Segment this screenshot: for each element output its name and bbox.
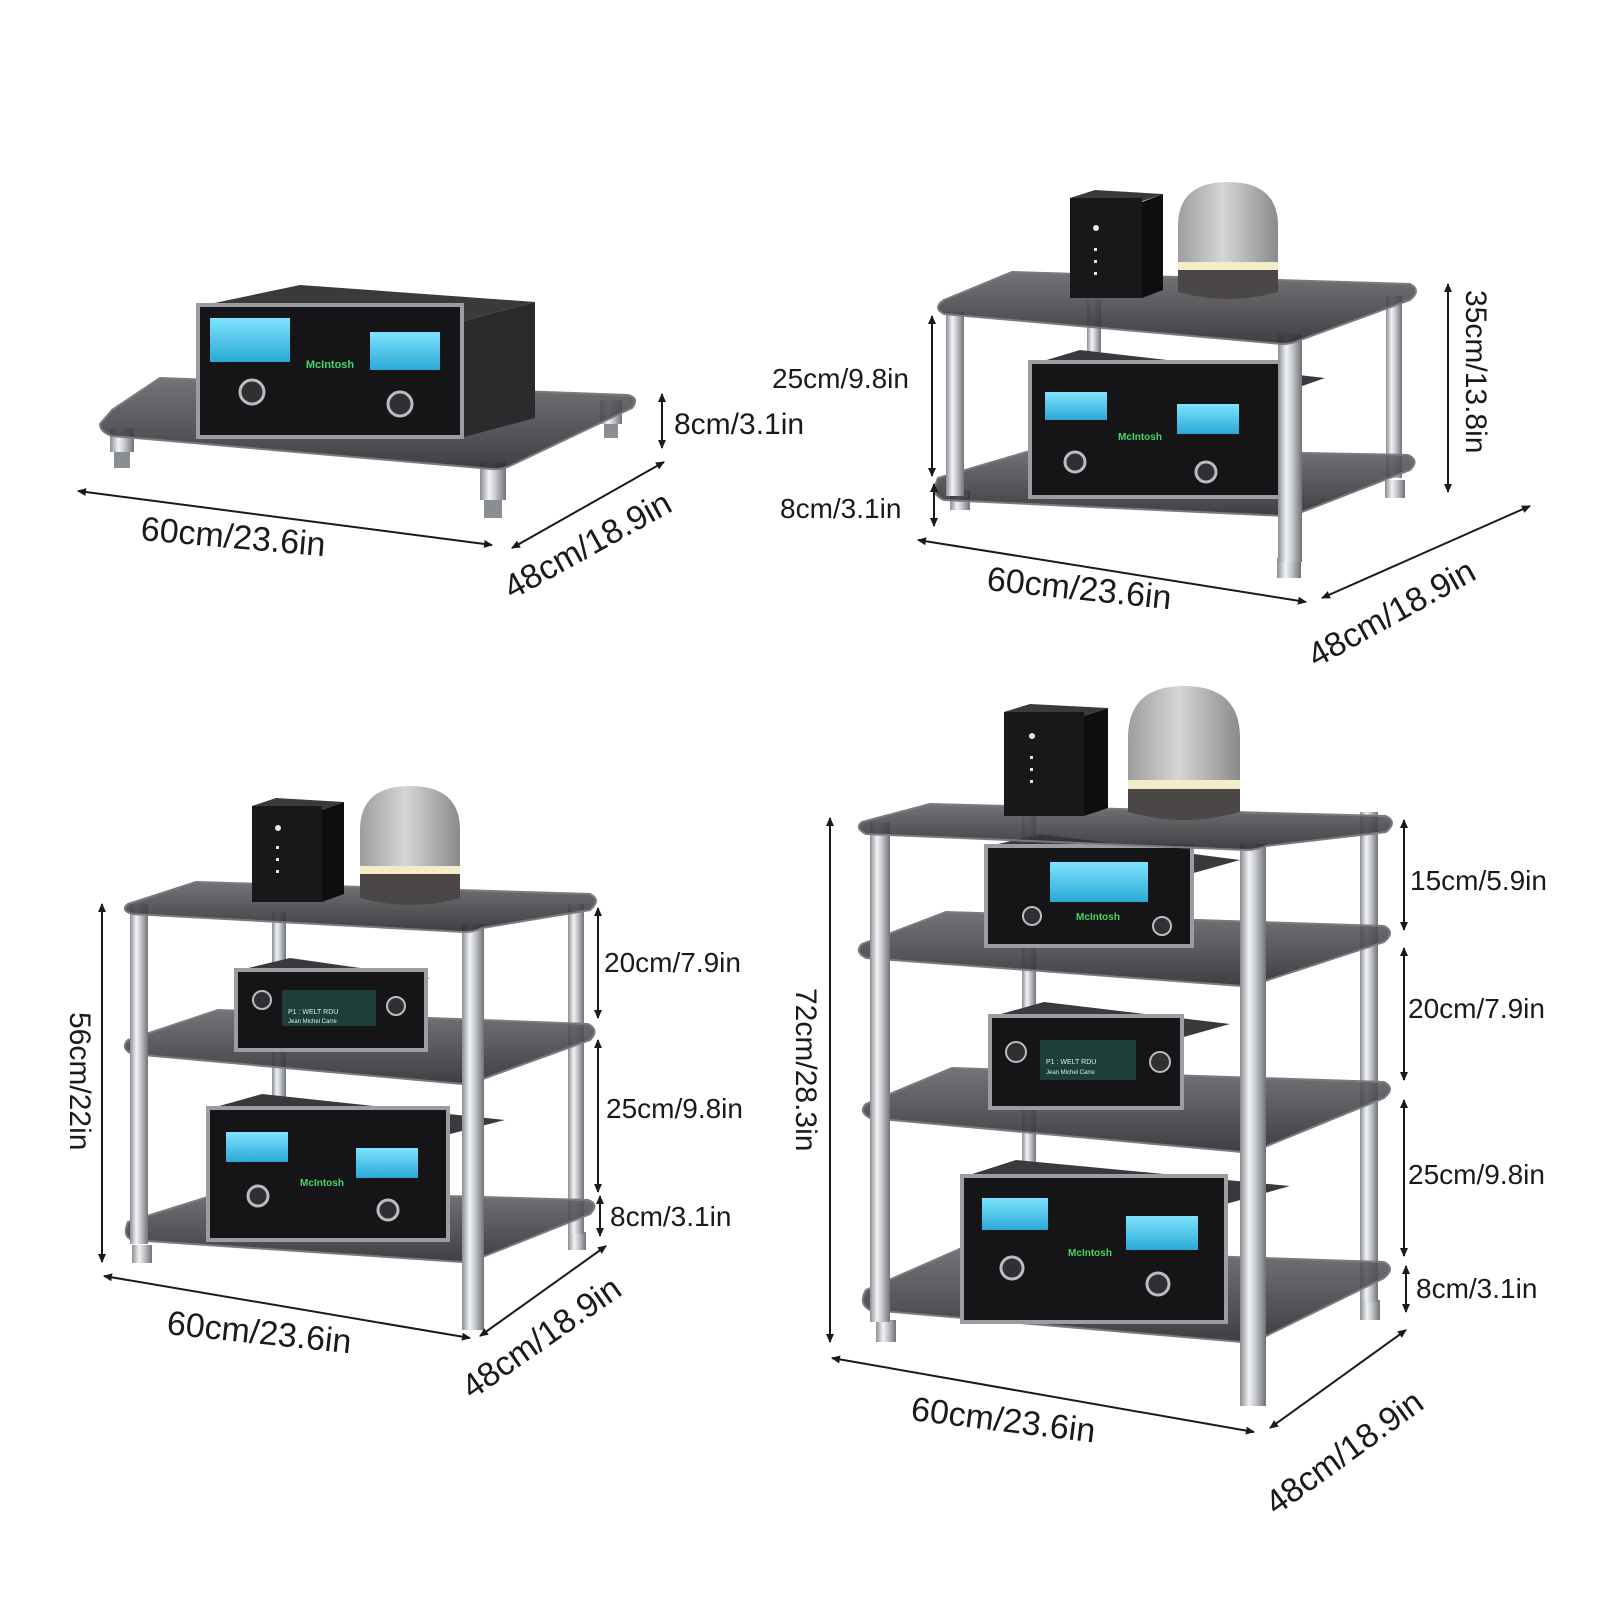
amplifier: McIntosh	[1028, 350, 1325, 499]
foot-height-label: 8cm/3.1in	[674, 408, 804, 441]
tuner-knob-left	[1005, 1041, 1027, 1063]
shelf-gap-1-label: 25cm/9.8in	[1408, 1159, 1545, 1190]
foot-height-label: 8cm/3.1in	[780, 493, 901, 524]
width-dimension-arrow	[831, 1355, 1255, 1435]
stand-post-back-right	[568, 904, 584, 1234]
stand-post-front-right	[1240, 844, 1266, 1388]
stand-post-front-left	[130, 904, 148, 1244]
speaker	[1070, 190, 1163, 298]
amp-knob-left	[246, 1184, 270, 1208]
tuner-display	[282, 990, 376, 1026]
stand-four-tier: McIntosh P1 : WELT RDU Jean Michel Carre…	[789, 686, 1547, 1522]
power-icon	[1093, 225, 1099, 231]
power-icon	[275, 825, 281, 831]
amp-knob-right	[1194, 460, 1218, 484]
vu-meter-right	[1126, 1216, 1198, 1250]
glass-shelf-top	[937, 270, 1417, 346]
shelf-gap-2-label: 20cm/7.9in	[1408, 993, 1545, 1024]
amp-knob-left	[238, 378, 266, 406]
shelf-gap-label: 25cm/9.8in	[772, 363, 909, 394]
amplifier: McIntosh	[960, 1160, 1290, 1324]
amp-knob-right	[386, 390, 414, 418]
tuner-readout-line-2: Jean Michel Carre	[288, 1019, 337, 1025]
vu-meter-left	[226, 1132, 288, 1162]
vu-meter-left	[1045, 392, 1107, 420]
stand-one-tier: McIntosh 60cm/23.6in 48cm/18.9in 8cm/3.1…	[77, 285, 804, 607]
amp-knob-right	[1145, 1271, 1171, 1297]
vu-meter-right	[356, 1148, 418, 1178]
stand-post-front-right	[1278, 334, 1302, 562]
vu-meter-left	[210, 318, 290, 362]
total-height-label: 72cm/28.3in	[789, 988, 822, 1151]
stand-three-tier: McIntosh P1 : WELT RDU Jean Michel Carre	[63, 786, 743, 1407]
vu-meter-center	[1050, 862, 1148, 902]
amp-knob-left	[999, 1255, 1025, 1281]
amp-brand-label: McIntosh	[306, 359, 355, 371]
glass-shelf-top	[123, 880, 597, 934]
amp-knob-right	[376, 1198, 400, 1222]
amp-brand-label: McIntosh	[1118, 432, 1162, 443]
stand-post-back-right	[1360, 812, 1378, 1302]
amp-knob-left	[1063, 450, 1087, 474]
tuner-readout-line-2: Jean Michel Carre	[1046, 1070, 1095, 1076]
width-dimension-arrow	[103, 1273, 471, 1341]
amp-brand-label: McIntosh	[1068, 1248, 1112, 1259]
width-dimension-arrow	[77, 488, 493, 548]
depth-label: 48cm/18.9in	[1301, 552, 1481, 675]
stand-post-front-right	[462, 924, 484, 1316]
glass-shelf-top	[857, 802, 1393, 852]
smart-speaker-dome	[360, 786, 460, 905]
foot-height-label: 8cm/3.1in	[1416, 1273, 1537, 1304]
vu-meter-right	[1177, 404, 1239, 434]
stand-post-front-left	[946, 312, 964, 496]
depth-label: 48cm/18.9in	[497, 484, 677, 607]
width-label: 60cm/23.6in	[139, 510, 327, 564]
tuner-readout-line-1: P1 : WELT RDU	[1046, 1059, 1096, 1066]
width-label: 60cm/23.6in	[985, 560, 1173, 617]
tuner-knob-right	[1149, 1051, 1171, 1073]
total-height-label: 35cm/13.8in	[1459, 290, 1492, 453]
stand-post-front-left	[870, 822, 890, 1322]
stand-post-back-right	[1386, 296, 1402, 478]
amplifier: McIntosh	[206, 1094, 505, 1242]
vu-meter-left	[982, 1198, 1048, 1230]
shelf-gap-2-label: 20cm/7.9in	[604, 947, 741, 978]
tuner-display	[1040, 1040, 1136, 1080]
depth-label: 48cm/18.9in	[1258, 1383, 1430, 1523]
depth-dimension-arrow	[1269, 1329, 1407, 1429]
stand-two-tier: McIntosh 60cm/23.6in 48cm/18.9in	[772, 182, 1531, 675]
amp-knob-right	[1152, 916, 1172, 936]
tuner-knob-left	[252, 990, 272, 1010]
shelf-gap-3-label: 15cm/5.9in	[1410, 865, 1547, 896]
total-height-label: 56cm/22in	[63, 1012, 96, 1150]
smart-speaker-dome	[1128, 686, 1240, 820]
speaker	[252, 798, 344, 902]
vu-meter-right	[370, 332, 440, 370]
amplifier: McIntosh	[196, 285, 535, 439]
depth-dimension-arrow	[1321, 505, 1531, 599]
power-icon	[1029, 733, 1035, 739]
tuner: P1 : WELT RDU Jean Michel Carre	[234, 958, 430, 1052]
speaker	[1004, 704, 1108, 816]
depth-dimension-arrow	[479, 1245, 607, 1337]
tuner-readout-line-1: P1 : WELT RDU	[288, 1009, 338, 1016]
smart-speaker-dome	[1178, 182, 1278, 299]
amp-knob-left	[1022, 906, 1042, 926]
amp-brand-label: McIntosh	[300, 1178, 344, 1189]
depth-dimension-arrow	[511, 461, 665, 549]
power-amplifier: McIntosh	[984, 834, 1240, 948]
shelf-gap-1-label: 25cm/9.8in	[606, 1093, 743, 1124]
foot-height-label: 8cm/3.1in	[610, 1201, 731, 1232]
tuner: P1 : WELT RDU Jean Michel Carre	[988, 1002, 1230, 1110]
tuner-knob-right	[386, 996, 406, 1016]
amp-brand-label: McIntosh	[1076, 912, 1120, 923]
width-dimension-arrow	[917, 537, 1307, 605]
